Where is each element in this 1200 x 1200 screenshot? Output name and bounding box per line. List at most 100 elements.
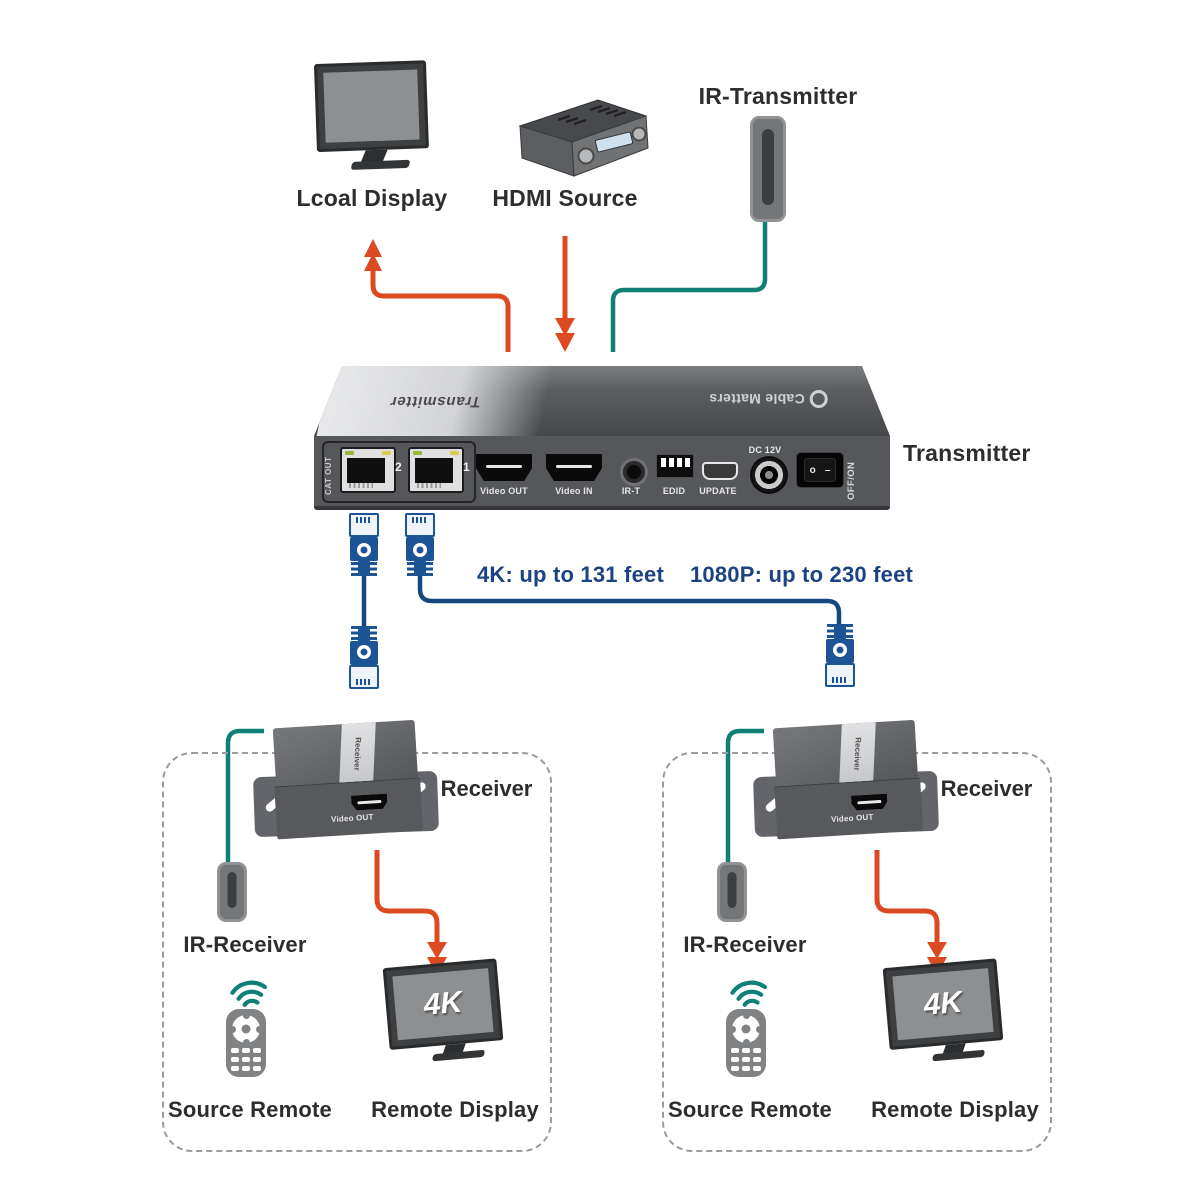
rj45-connector-down-right — [825, 624, 855, 687]
rj45-jack — [347, 458, 385, 483]
rj45-pins — [417, 483, 441, 488]
off-on-label: OFF/ON — [846, 461, 857, 500]
local-display-label: Lcoal Display — [296, 185, 448, 211]
source-remote-label: Source Remote — [668, 1097, 832, 1122]
remote-buttons — [231, 1048, 261, 1071]
receiver-box-label: Receiver — [940, 776, 1033, 801]
receiver-top-band: Receiver — [839, 722, 876, 787]
tv-frame — [313, 60, 429, 153]
remote-display-label: Remote Display — [871, 1097, 1039, 1122]
rj45-connector-up-left — [349, 513, 379, 576]
hdmi-source-knob-left — [577, 147, 595, 165]
transmitter-device: Transmitter Cable Matters CAT OUT 2 — [312, 363, 892, 510]
ir-receiver-cable — [725, 728, 764, 862]
receiver-group-2: Receiver Receiver Video OUT IR-R — [660, 719, 1060, 1160]
dc-12v-label: DC 12V — [748, 445, 782, 455]
dc-power-jack — [750, 456, 788, 494]
receiver-top-print: Receiver — [352, 737, 363, 772]
arrow-up-chevron-2 — [364, 253, 382, 271]
edid-label: EDID — [662, 486, 686, 496]
ir-receiver-bar — [217, 862, 247, 922]
tv-screen — [323, 69, 420, 143]
update-label: UPDATE — [699, 486, 737, 496]
ir-transmitter-label: IR-Transmitter — [698, 83, 858, 109]
rj45-jack — [415, 458, 453, 483]
port-1-number: 1 — [463, 460, 470, 474]
transmitter-front-panel: CAT OUT 2 1 Video OUT Video IN IR-T — [314, 436, 890, 510]
transmitter-top-face: Transmitter Cable Matters — [314, 366, 890, 436]
arrow-up-chevron-1 — [364, 239, 382, 257]
source-remote-label: Source Remote — [168, 1097, 332, 1122]
video-out-port — [476, 454, 532, 481]
arrow-down-chevron-1 — [927, 942, 947, 959]
remote-display-label: Remote Display — [371, 1097, 539, 1122]
receiver-box-label: Receiver — [440, 776, 533, 801]
cat-cable-long — [417, 568, 842, 628]
video-out-label: Video OUT — [830, 812, 874, 825]
remote-display-tv: 4K — [382, 958, 510, 1096]
rj45-connector-up-right — [405, 513, 435, 576]
receiver-device: Receiver Video OUT — [252, 719, 442, 864]
hdmi-source-knob-right — [631, 126, 647, 142]
receiver-front-panel: Video OUT — [274, 777, 424, 840]
hdmi-source-label: HDMI Source — [492, 185, 638, 211]
video-in-label: Video IN — [555, 486, 593, 496]
led-yellow-icon — [382, 451, 391, 455]
video-out-label: Video OUT — [330, 812, 374, 825]
rj45-port-1 — [408, 447, 464, 493]
cat-out-label: CAT OUT — [324, 456, 333, 495]
remote-control-icon — [226, 1009, 266, 1077]
hdmi-source-vents — [557, 104, 627, 126]
ir-receiver-label: IR-Receiver — [683, 932, 807, 957]
hdmi-source-device — [518, 99, 649, 177]
cat-out-port-group — [322, 441, 476, 503]
rocker-o-mark: o — [809, 464, 816, 476]
ir-transmitter-bar — [750, 116, 786, 222]
hdmi-source-display-window — [594, 131, 634, 153]
ir-receiver-cable — [225, 728, 264, 862]
remote-dpad — [229, 1012, 263, 1046]
receiver-body: Receiver Video OUT — [772, 719, 924, 840]
rj45-port-2 — [340, 447, 396, 493]
rj45-connector-down-left — [349, 626, 379, 689]
transmitter-top-band: Transmitter — [316, 366, 554, 436]
receiver-top-band: Receiver — [339, 722, 376, 787]
led-green-icon — [413, 451, 422, 455]
transmitter-top-print: Transmitter — [387, 392, 483, 410]
led-yellow-icon — [450, 451, 459, 455]
tv-4k-badge: 4K — [922, 985, 964, 1022]
tv-4k-badge: 4K — [422, 985, 464, 1022]
video-in-port — [546, 454, 602, 481]
brand-logo-text: Cable Matters — [709, 391, 805, 407]
video-out-port — [351, 794, 388, 811]
transmitter-label: Transmitter — [903, 440, 1031, 466]
power-rocker-switch: o – — [796, 452, 844, 488]
ir-signal-icon — [730, 980, 768, 1007]
distance-1080p-label: 1080P: up to 230 feet — [690, 562, 914, 587]
ir-transmitter-cable — [610, 218, 768, 352]
receiver-group-1: Receiver Receiver Video OUT IR-R — [160, 719, 560, 1160]
brand-logo-icon — [810, 390, 828, 408]
update-usb-port — [702, 462, 738, 480]
receiver-front-panel: Video OUT — [774, 777, 924, 840]
receiver-device: Receiver Video OUT — [752, 719, 942, 864]
ir-receiver-label: IR-Receiver — [183, 932, 307, 957]
video-out-label: Video OUT — [480, 486, 528, 496]
video-out-port — [851, 794, 888, 811]
led-green-icon — [345, 451, 354, 455]
distance-4k-label: 4K: up to 131 feet — [477, 562, 664, 587]
remote-dpad — [729, 1012, 763, 1046]
arrow-down-chevron-2 — [555, 333, 575, 352]
edid-dip-switch — [656, 454, 694, 478]
ir-t-jack — [620, 458, 648, 486]
rocker-line-mark: – — [824, 464, 831, 476]
receiver-body: Receiver Video OUT — [272, 719, 424, 840]
brand-logo: Cable Matters — [709, 390, 828, 408]
arrow-to-remote-display — [874, 850, 940, 943]
local-display-tv — [313, 60, 438, 184]
tv-stand-base — [350, 159, 411, 170]
receiver-top-print: Receiver — [852, 737, 863, 772]
arrow-to-local-display — [370, 269, 511, 352]
port-2-number: 2 — [395, 460, 402, 474]
